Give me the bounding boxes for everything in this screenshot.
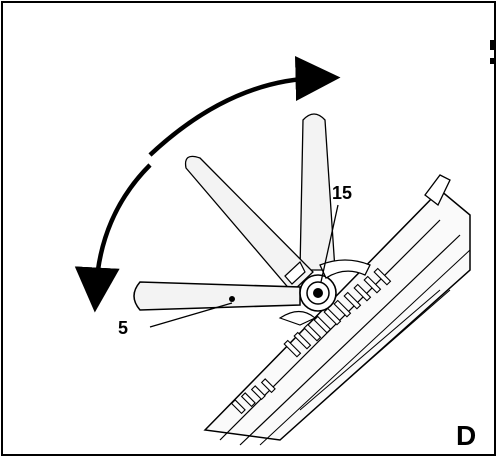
- side-handle: [133, 281, 301, 311]
- callout-line-5: [149, 302, 233, 328]
- callout-label-pivot-knob: 15: [332, 183, 353, 203]
- handle-position-vertical: [299, 113, 336, 271]
- vent-slots: [230, 267, 392, 415]
- callout-label-side-handle: 5: [118, 318, 129, 338]
- rotation-arrow-icon: [148, 56, 341, 157]
- rotation-arrow-icon-lower: [74, 163, 152, 313]
- callout-line-15: [320, 204, 339, 283]
- pivot-knob: [278, 259, 371, 326]
- corner-mark-right: [490, 58, 494, 64]
- tool-body: [203, 174, 471, 446]
- figure-letter: D: [456, 420, 477, 451]
- handle-position-angled: [184, 155, 314, 293]
- corner-mark-top-right: [490, 40, 494, 50]
